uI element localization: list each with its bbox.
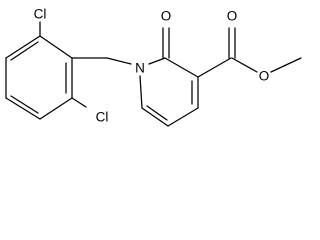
- bond-to-ester-carbon: [197, 57, 232, 78]
- dichlorophenyl-ring: [5, 35, 73, 120]
- bond: [148, 57, 166, 65]
- double-bond-inner: [10, 41, 39, 61]
- bond: [5, 97, 41, 120]
- pyridinone-ring: [139, 57, 199, 127]
- bond: [39, 35, 73, 59]
- bond: [164, 57, 199, 78]
- chemical-structure: Cl Cl N O O O: [5, 7, 302, 127]
- bond: [141, 107, 169, 127]
- bond: [139, 75, 143, 109]
- bond: [5, 35, 41, 59]
- double-bond-inner: [10, 95, 39, 114]
- chlorine-label-top: Cl: [34, 7, 47, 22]
- bond-to-chlorine-bottom: [71, 97, 87, 108]
- carbonyl-oxygen-label: O: [161, 9, 172, 24]
- bond: [39, 97, 73, 120]
- bond-to-ester-oxygen: [231, 57, 258, 73]
- chlorine-label-bottom: Cl: [96, 110, 109, 125]
- bond-ch2-to-nitrogen: [106, 57, 132, 65]
- ester-carbonyl-oxygen-label: O: [227, 9, 238, 24]
- nitrogen-label: N: [135, 61, 145, 76]
- bond-to-methyl: [270, 57, 302, 73]
- ester-ether-oxygen-label: O: [259, 69, 270, 84]
- bond: [167, 107, 199, 127]
- double-bond-inner: [146, 105, 168, 121]
